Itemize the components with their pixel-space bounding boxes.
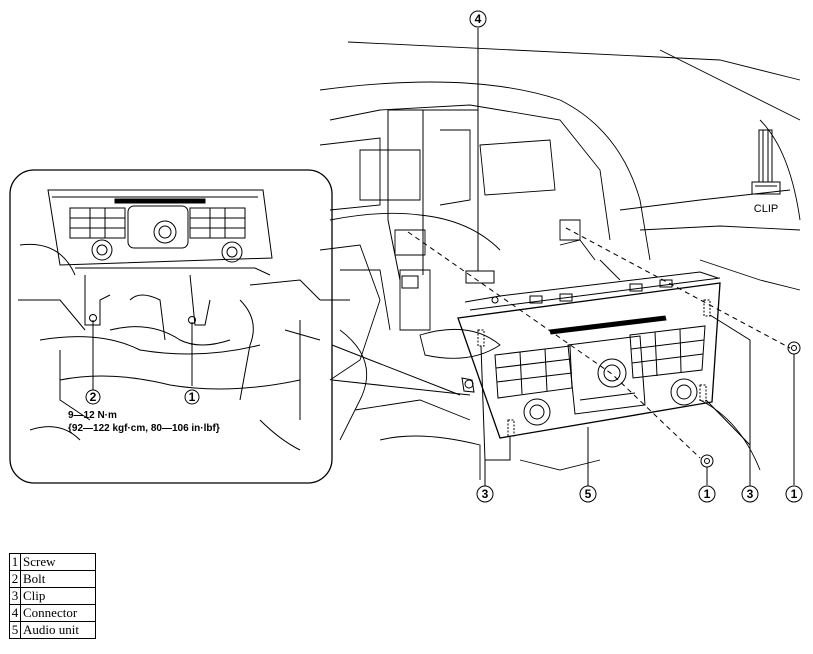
legend-part-name: Screw	[20, 553, 96, 571]
legend-number: 1	[9, 553, 21, 571]
legend-part-name: Connector	[20, 604, 96, 622]
legend-part-name: Bolt	[20, 570, 96, 588]
torque-spec: 9—12 N·m {92—122 kgf·cm, 80—106 in·lbf}	[68, 409, 220, 435]
callout-circles	[85, 10, 803, 503]
legend-number: 2	[9, 570, 21, 588]
callout-screw-right: 1	[791, 487, 798, 501]
legend-part-name: Audio unit	[20, 621, 96, 639]
callout-clip-left: 3	[482, 487, 489, 501]
callout-screw-mid: 1	[704, 487, 711, 501]
legend-part-name: Clip	[20, 587, 96, 605]
screw-parts	[700, 341, 801, 485]
clip-icon	[751, 129, 781, 195]
torque-metric: 9—12 N·m	[68, 410, 117, 421]
callout-connector: 4	[475, 12, 482, 26]
torque-imperial: {92—122 kgf·cm, 80—106 in·lbf}	[68, 423, 220, 434]
callout-bolt: 2	[90, 390, 97, 404]
audio-unit-removal-diagram: 2 1 4 3 5 1 3 1 CLIP	[9, 10, 803, 503]
callout-audio-unit: 5	[585, 487, 592, 501]
callout-screw-inset: 1	[189, 390, 196, 404]
connector-parts	[387, 28, 495, 289]
inset-detail-view	[9, 169, 333, 484]
clip-label: CLIP	[754, 203, 778, 215]
legend-number: 3	[9, 587, 21, 605]
clip-leaders	[480, 314, 751, 486]
legend-number: 4	[9, 604, 21, 622]
installation-paths	[407, 227, 791, 459]
inset-connector-line	[331, 344, 461, 396]
callout-clip-right: 3	[747, 487, 754, 501]
dashboard-outline	[319, 41, 801, 480]
legend-number: 5	[9, 621, 21, 639]
audio-unit-main	[457, 271, 721, 439]
